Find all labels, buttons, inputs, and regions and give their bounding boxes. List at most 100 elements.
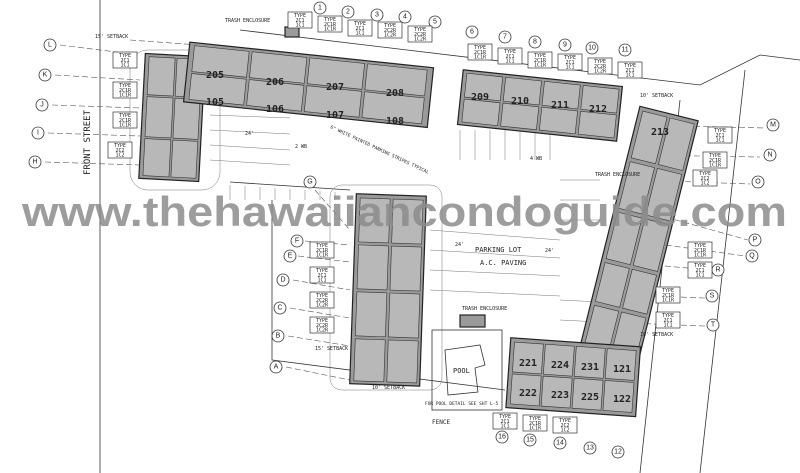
grid-marker: 14 (553, 436, 567, 450)
type-box-frame (552, 416, 578, 434)
type-box-frame (467, 43, 493, 61)
type-box-frame (112, 51, 138, 69)
unit-number: 106 (266, 104, 284, 115)
grid-marker: N (763, 148, 777, 162)
grid-marker-label: 6 (470, 29, 474, 36)
type-box-code: 2C2R (316, 298, 329, 304)
grid-marker: L (43, 38, 57, 52)
type-box-label: TYPE (499, 414, 511, 420)
type-box-label: TYPE (474, 45, 486, 51)
unit-number: 205 (206, 70, 224, 81)
type-box-code: 1C1 (120, 63, 129, 69)
grid-marker: S (705, 289, 719, 303)
type-box-code: 2C2R (316, 323, 329, 329)
type-box-code: 2C2 (560, 423, 569, 429)
type-box-frame (112, 111, 138, 129)
grid-marker-label: M (770, 122, 776, 129)
grid-marker-circle (495, 430, 509, 444)
grid-marker: G (303, 175, 317, 189)
trash-enclosure-right: TRASH ENCLOSURE (595, 172, 640, 178)
type-box-code: 2C1 (295, 18, 304, 24)
grid-marker-label: H (32, 159, 37, 166)
type-box-code: 1C1 (505, 59, 514, 65)
setback-label: 15' SETBACK (315, 346, 348, 352)
type-box-label: TYPE (384, 23, 396, 29)
dimension-label: 24' (455, 242, 464, 248)
type-box-frame (287, 11, 313, 29)
type-box-code: 2C1R (316, 248, 329, 254)
type-box-frame (527, 51, 553, 69)
type-box-code: 2C2R (384, 28, 397, 34)
watermark: www.thehawaiiancondoguide.com (21, 188, 787, 235)
type-box-label: TYPE (594, 59, 606, 65)
grid-marker-circle (28, 155, 42, 169)
type-box-label: TYPE (414, 27, 426, 33)
grid-marker-circle (705, 289, 719, 303)
grid-marker-circle (38, 68, 52, 82)
type-box-code: 2C1R (709, 158, 722, 164)
type-box-label: TYPE (316, 268, 328, 274)
grid-marker-label: 4 (403, 14, 407, 21)
type-box-code: 2C1R (474, 50, 487, 56)
wb-label: 2 WB (295, 144, 307, 150)
type-box-label: TYPE (354, 21, 366, 27)
type-box-code: 2C2 (115, 148, 124, 154)
type-box-code: 1C1R (534, 63, 547, 69)
grid-marker-label: D (280, 277, 285, 284)
type-box-label: TYPE (559, 418, 571, 424)
grid-marker-label: K (43, 72, 48, 79)
pool-area (284, 26, 503, 411)
type-box-code: 1C1 (715, 138, 724, 144)
unit-number: 223 (551, 390, 569, 401)
type-box-label: TYPE (504, 49, 516, 55)
type-box-code: 1C2 (700, 181, 709, 187)
building-top-east (456, 69, 624, 142)
type-box-label: TYPE (564, 55, 576, 61)
type-box-label: TYPE (662, 288, 674, 294)
grid-marker: I (31, 126, 45, 140)
type-box-frame (347, 19, 373, 37)
type-box-code: 2C2R (414, 32, 427, 38)
type-box-code: 2C1 (625, 68, 634, 74)
type-box-code: 2C1R (119, 88, 132, 94)
type-box-frame (309, 266, 335, 284)
type-box-code: 2C1 (565, 60, 574, 66)
grid-marker-label: 9 (563, 42, 567, 49)
grid-marker-circle (498, 30, 512, 44)
grid-marker: 12 (611, 445, 625, 459)
type-box-label: TYPE (714, 128, 726, 134)
type-box-code: 1C1 (625, 73, 634, 79)
grid-marker-circle (618, 43, 632, 57)
type-box-code: 2C2R (594, 64, 607, 70)
type-box-frame (522, 414, 548, 432)
grid-marker-circle (269, 360, 283, 374)
unit-number: 206 (266, 77, 284, 88)
grid-marker: 4 (398, 10, 412, 24)
unit-number: 213 (651, 127, 669, 138)
type-box-frame (107, 141, 133, 159)
grid-marker-label: E (288, 253, 293, 260)
grid-marker-circle (748, 233, 762, 247)
type-box-label: TYPE (662, 313, 674, 319)
grid-marker: E (283, 249, 297, 263)
type-box-code: 1C1 (565, 65, 574, 71)
parking-stripes-note: 6" WHITE PAINTED PARKING STRIPES TYPICAL (329, 124, 430, 175)
grid-marker: O (751, 175, 765, 189)
type-box-label: TYPE (316, 318, 328, 324)
grid-marker-circle (558, 38, 572, 52)
setback-label: 10' SETBACK (372, 385, 405, 391)
type-box-code: 1C1 (663, 323, 672, 329)
grid-marker: 13 (583, 441, 597, 455)
type-box-label: TYPE (699, 171, 711, 177)
grid-marker-label: 8 (533, 39, 537, 46)
grid-marker: T (706, 318, 720, 332)
